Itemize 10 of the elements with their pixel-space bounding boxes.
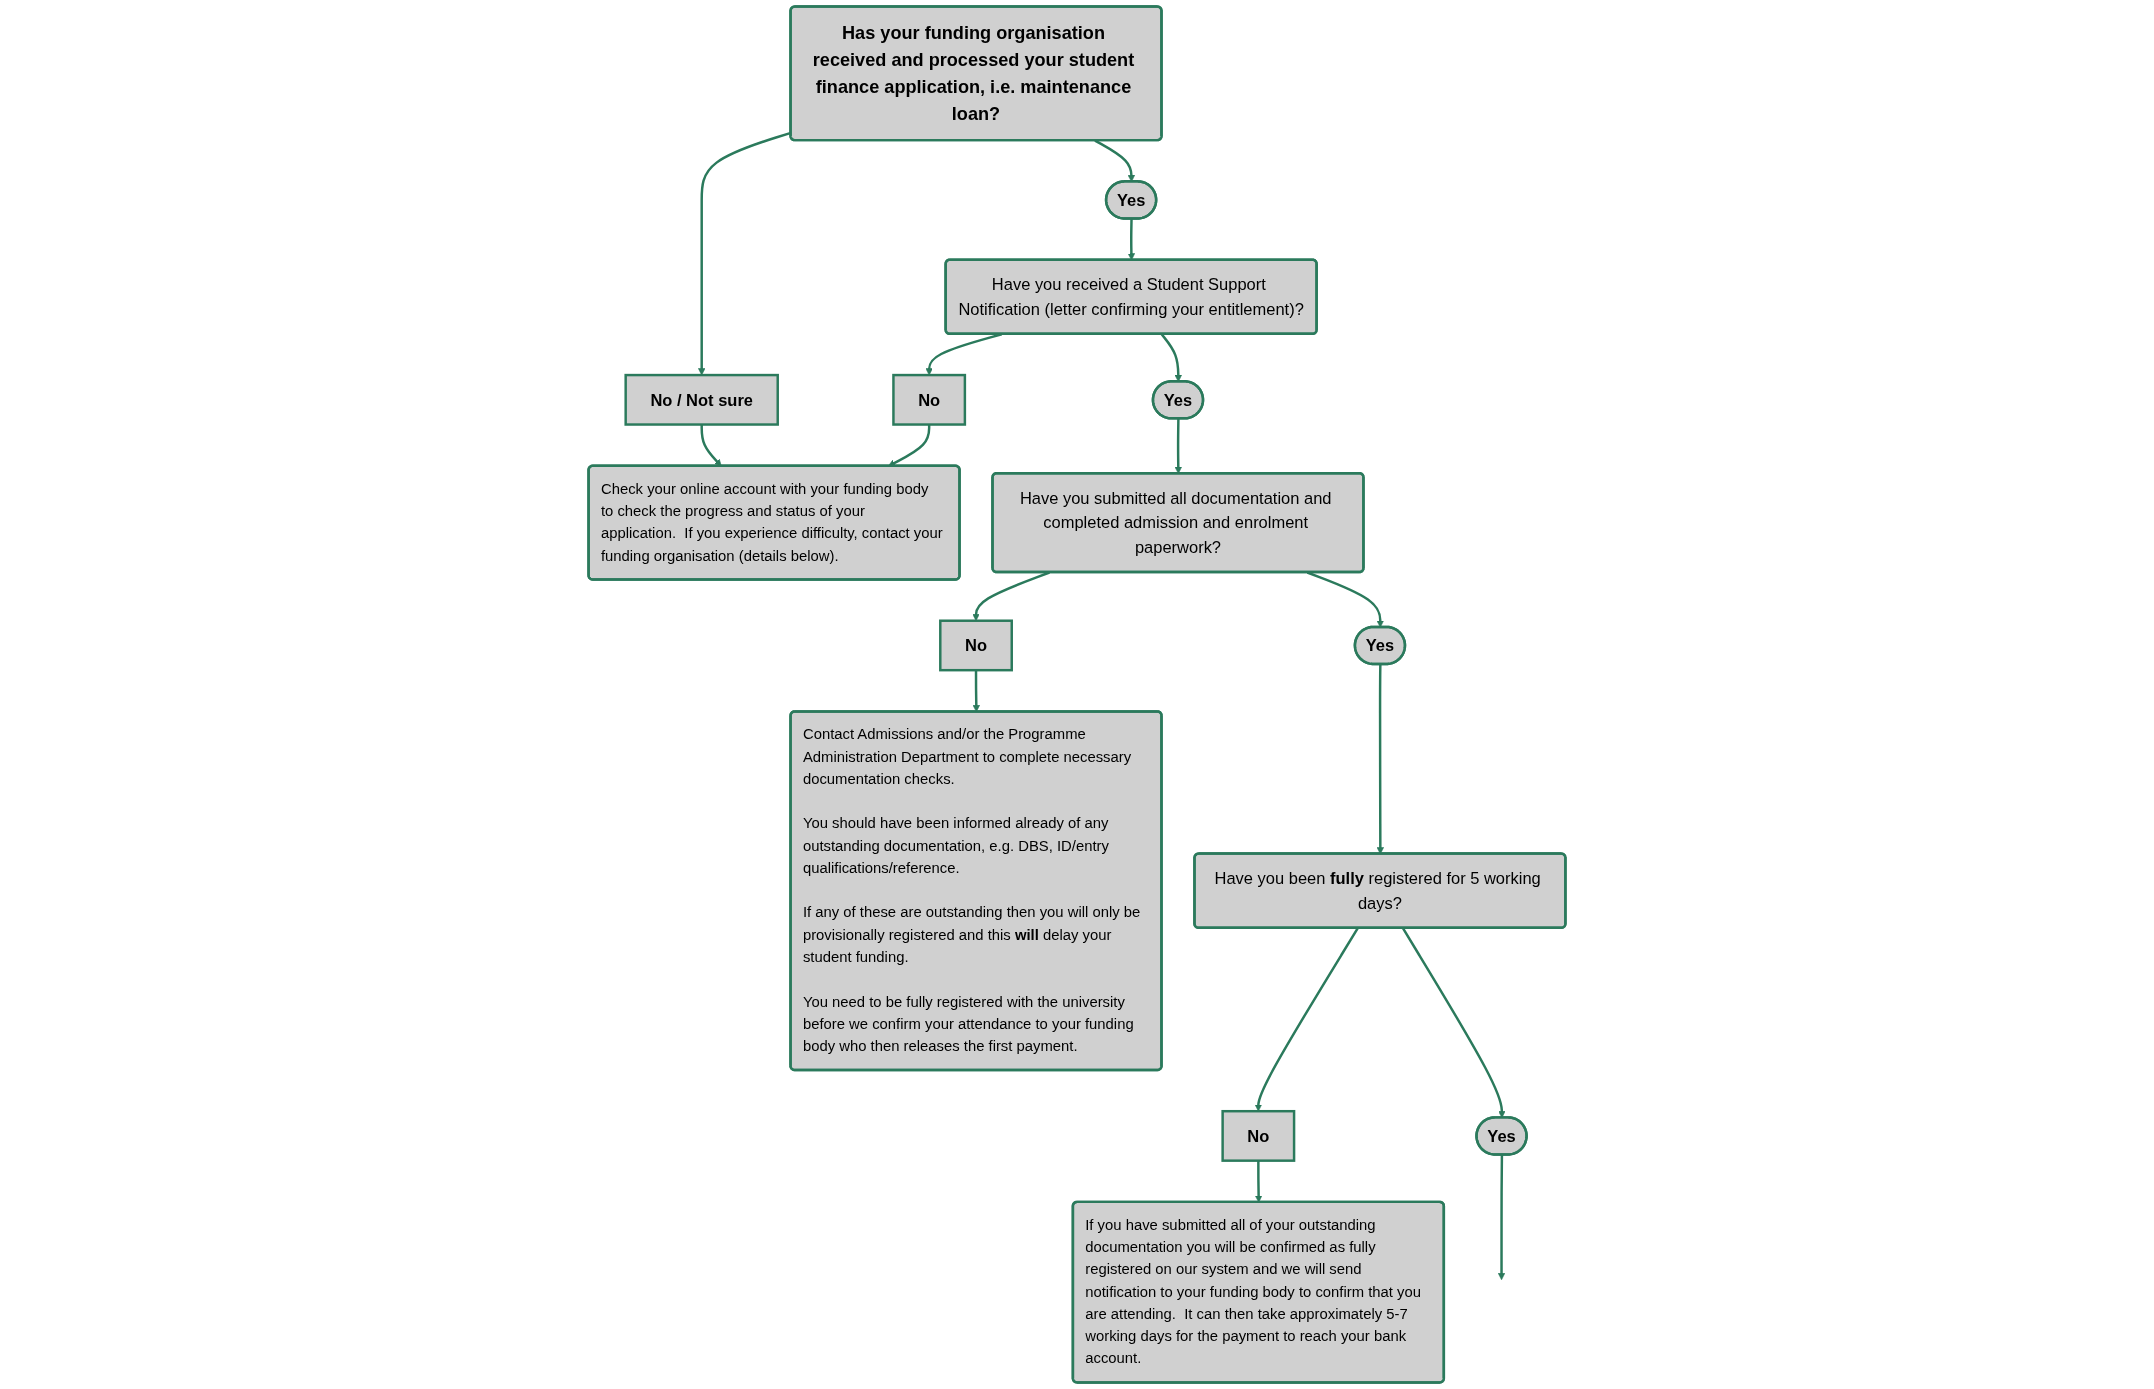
node-box: No xyxy=(892,373,967,426)
arrow xyxy=(1254,927,1359,1112)
arrow xyxy=(925,333,1003,376)
node-box: No xyxy=(939,619,1013,672)
node-box: No xyxy=(1221,1109,1296,1162)
arrow xyxy=(698,131,792,376)
node-box: No / Not sure xyxy=(624,373,779,426)
arrow xyxy=(1497,1154,1506,1281)
arrow xyxy=(1160,333,1182,382)
arrow xyxy=(1174,418,1182,474)
